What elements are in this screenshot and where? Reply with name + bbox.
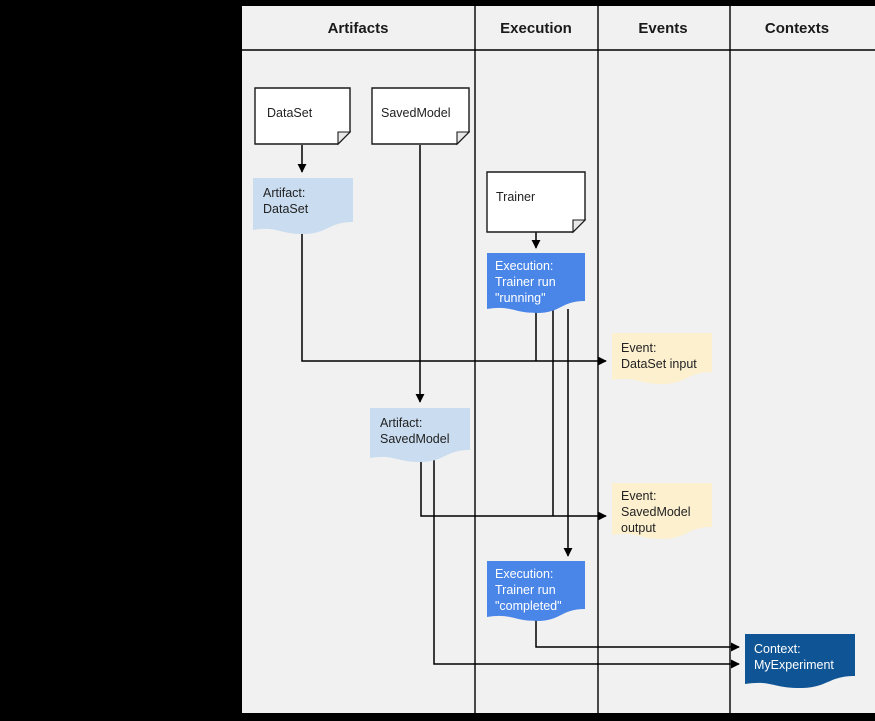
artifact-dataset-label-line1: Artifact: — [263, 186, 305, 200]
connector-artifact-savedmodel-to-context — [433, 458, 740, 669]
context-myexperiment-label-line2: MyExperiment — [754, 658, 834, 672]
context-myexperiment-shape — [745, 634, 855, 688]
event-savedmodel-output-shape — [612, 483, 712, 539]
artifact-dataset-label-line2: DataSet — [263, 202, 309, 216]
node-savedmodel-document[interactable]: SavedModel — [371, 87, 471, 146]
event-savedmodel-output-label-line1: Event: — [621, 489, 656, 503]
event-dataset-input-label-line2: DataSet input — [621, 357, 697, 371]
artifact-dataset-shape — [253, 178, 353, 234]
event-dataset-input-shape — [612, 333, 712, 384]
node-artifact-dataset[interactable]: Artifact: DataSet — [253, 178, 353, 234]
node-trainer-document[interactable]: Trainer — [486, 171, 587, 234]
execution-running-label-line1: Execution: — [495, 259, 553, 273]
execution-completed-label-line2: Trainer run — [495, 583, 556, 597]
swimlane-title-events: Events — [638, 20, 687, 37]
node-execution-running[interactable]: Execution: Trainer run "running" — [487, 253, 585, 313]
context-myexperiment-label-line1: Context: — [754, 642, 801, 656]
node-execution-completed[interactable]: Execution: Trainer run "completed" — [487, 561, 585, 621]
artifact-savedmodel-label-line2: SavedModel — [380, 432, 450, 446]
artifact-savedmodel-label-line1: Artifact: — [380, 416, 422, 430]
event-savedmodel-output-label-line2: SavedModel — [621, 505, 691, 519]
swimlane-header-row: Artifacts Execution Events Contexts — [242, 20, 875, 51]
connector-layer — [297, 145, 740, 669]
dataset-document-fold-icon — [337, 131, 352, 146]
swimlane-title-execution: Execution — [500, 20, 572, 37]
event-savedmodel-output-label-line3: output — [621, 521, 656, 535]
dataset-document-label: DataSet — [267, 106, 313, 120]
execution-completed-label-line3: "completed" — [495, 599, 562, 613]
artifact-savedmodel-shape — [370, 408, 470, 462]
event-dataset-input-label-line1: Event: — [621, 341, 656, 355]
node-event-dataset-input[interactable]: Event: DataSet input — [612, 333, 712, 384]
savedmodel-document-label: SavedModel — [381, 106, 451, 120]
node-dataset-document[interactable]: DataSet — [254, 87, 352, 146]
swimlane-title-artifacts: Artifacts — [328, 20, 389, 37]
connector-execution-completed-to-context — [535, 618, 740, 652]
execution-running-label-line2: Trainer run — [495, 275, 556, 289]
trainer-document-fold-icon — [572, 219, 587, 234]
node-event-savedmodel-output[interactable]: Event: SavedModel output — [612, 483, 712, 539]
swimlane-title-contexts: Contexts — [765, 20, 829, 37]
connector-artifact-dataset-to-event-input — [301, 228, 607, 366]
node-context-myexperiment[interactable]: Context: MyExperiment — [745, 634, 855, 688]
execution-completed-label-line1: Execution: — [495, 567, 553, 581]
connector-artifact-savedmodel-to-event-output — [420, 458, 607, 521]
node-artifact-savedmodel[interactable]: Artifact: SavedModel — [370, 408, 470, 462]
execution-running-label-line3: "running" — [495, 291, 546, 305]
savedmodel-document-fold-icon — [456, 131, 471, 146]
trainer-document-label: Trainer — [496, 190, 535, 204]
execution-completed-shape — [487, 561, 585, 621]
execution-running-shape — [487, 253, 585, 313]
